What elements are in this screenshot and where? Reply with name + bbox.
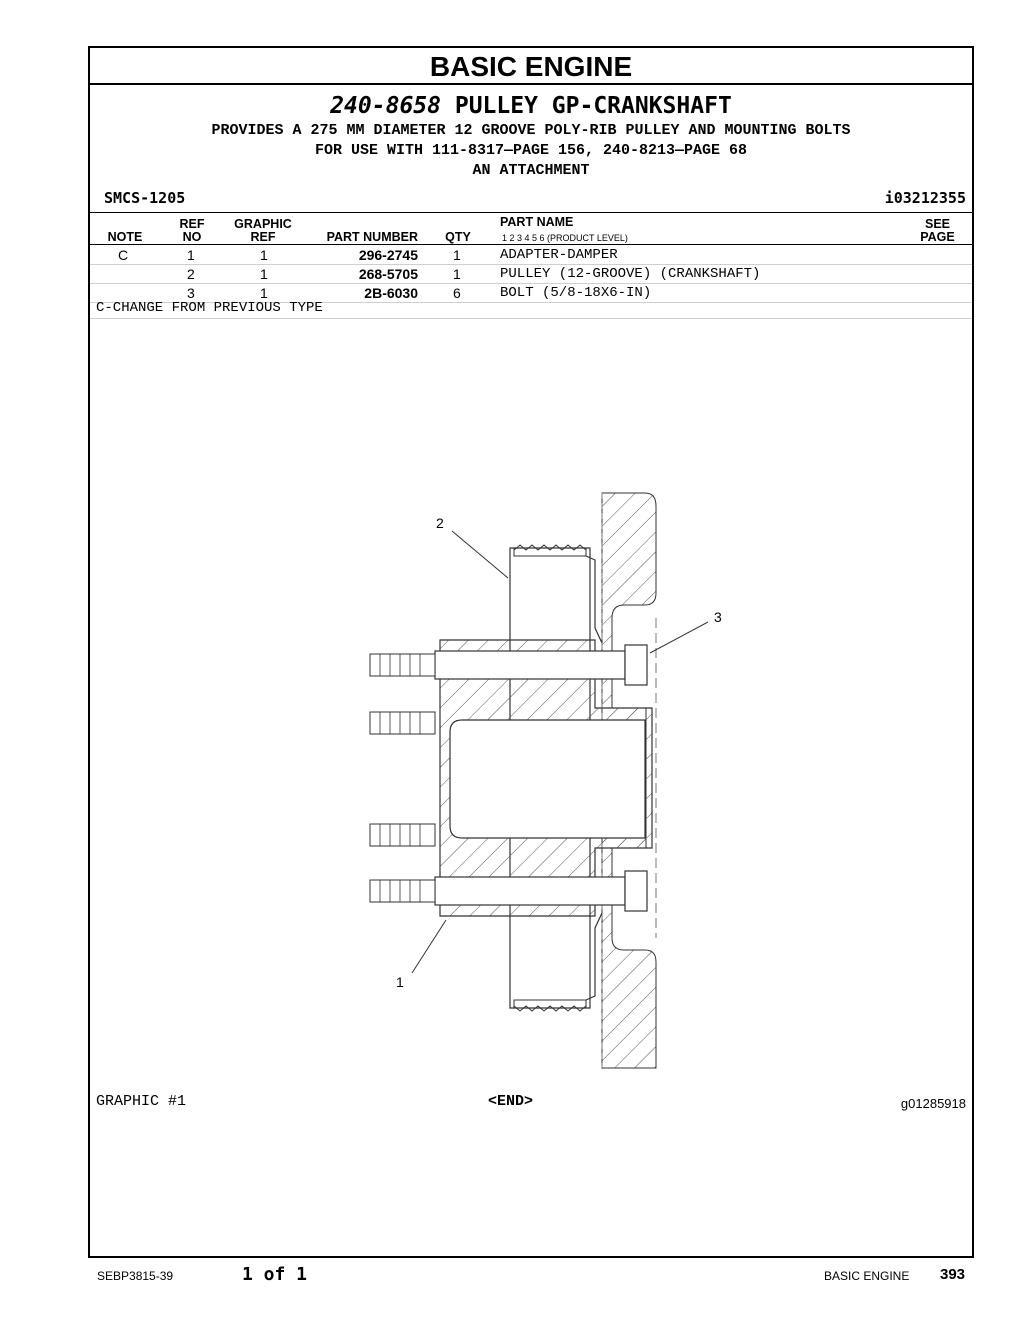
reference-id: i03212355 (884, 189, 966, 207)
row-qty: 1 (453, 247, 461, 263)
graphic-label: GRAPHIC #1 (96, 1093, 187, 1110)
page-of: 1 of 1 (242, 1264, 308, 1285)
col-graphic-top: GRAPHIC (234, 217, 292, 231)
col-part-name: PART NAME (500, 215, 574, 229)
part-title-line: 240-8658 PULLEY GP-CRANKSHAFT (90, 92, 972, 120)
col-part-number: PART NUMBER (326, 230, 418, 244)
document-number: SEBP3815-39 (97, 1269, 174, 1283)
row-part-number: 268-5705 (358, 266, 418, 282)
callout-leader-3 (649, 621, 709, 654)
divider (90, 212, 972, 213)
callout-3: 3 (714, 609, 722, 625)
page-frame: BASIC ENGINE 240-8658 PULLEY GP-CRANKSHA… (88, 46, 974, 1258)
row-part-name: PULLEY (12-GROOVE) (CRANKSHAFT) (500, 266, 761, 282)
row-note: C (118, 247, 129, 263)
graphic-id: g01285918 (900, 1096, 966, 1111)
page-number: 393 (940, 1266, 966, 1283)
col-see-bottom: PAGE (920, 230, 955, 244)
table-row: 2 1 268-5705 1 PULLEY (12-GROOVE) (CRANK… (90, 264, 972, 284)
divider (90, 83, 972, 85)
end-marker: <END> (488, 1093, 534, 1110)
pulley-drawing: 2 3 1 (369, 492, 722, 1070)
callout-leader-2 (451, 530, 509, 579)
callout-leader-1 (411, 919, 447, 974)
col-see-top: SEE (924, 217, 950, 231)
section-title: BASIC ENGINE (429, 51, 633, 82)
table-row: C 1 1 296-2745 1 ADAPTER-DAMPER (90, 245, 972, 265)
callout-1: 1 (396, 974, 404, 990)
description-line-1: PROVIDES A 275 MM DIAMETER 12 GROOVE POL… (211, 122, 851, 139)
row-part-number: 2B-6030 (364, 285, 418, 301)
col-note: NOTE (107, 230, 143, 244)
row-part-name: BOLT (5/8-18X6-IN) (500, 285, 652, 301)
product-levels: 1 2 3 4 5 6 (PRODUCT LEVEL) (502, 233, 628, 243)
row-ref: 2 (187, 266, 195, 282)
row-part-name: ADAPTER-DAMPER (500, 247, 618, 263)
row-graphic: 1 (260, 247, 268, 263)
footer-section: BASIC ENGINE (824, 1269, 910, 1283)
col-graphic-bottom: REF (250, 230, 276, 244)
row-ref: 3 (187, 285, 195, 301)
callout-2: 2 (436, 515, 444, 531)
row-graphic: 1 (260, 285, 268, 301)
row-qty: 1 (453, 266, 461, 282)
table-row: 3 1 2B-6030 6 BOLT (5/8-18X6-IN) (90, 283, 972, 303)
col-qty: QTY (445, 230, 471, 244)
description-line-3: AN ATTACHMENT (472, 162, 590, 179)
row-ref: 1 (187, 247, 195, 263)
part-title: PULLEY GP-CRANKSHAFT (454, 93, 732, 119)
row-graphic: 1 (260, 266, 268, 282)
change-note: C-CHANGE FROM PREVIOUS TYPE (96, 300, 323, 316)
row-part-number: 296-2745 (358, 247, 418, 263)
col-ref-bottom: NO (182, 230, 202, 244)
part-number-title: 240-8658 (330, 93, 441, 119)
divider (90, 244, 972, 245)
divider (90, 318, 972, 319)
col-ref-top: REF (179, 217, 205, 231)
smcs-code: SMCS-1205 (104, 189, 186, 207)
row-qty: 6 (453, 285, 461, 301)
description-line-2: FOR USE WITH 111-8317—PAGE 156, 240-8213… (314, 142, 748, 159)
